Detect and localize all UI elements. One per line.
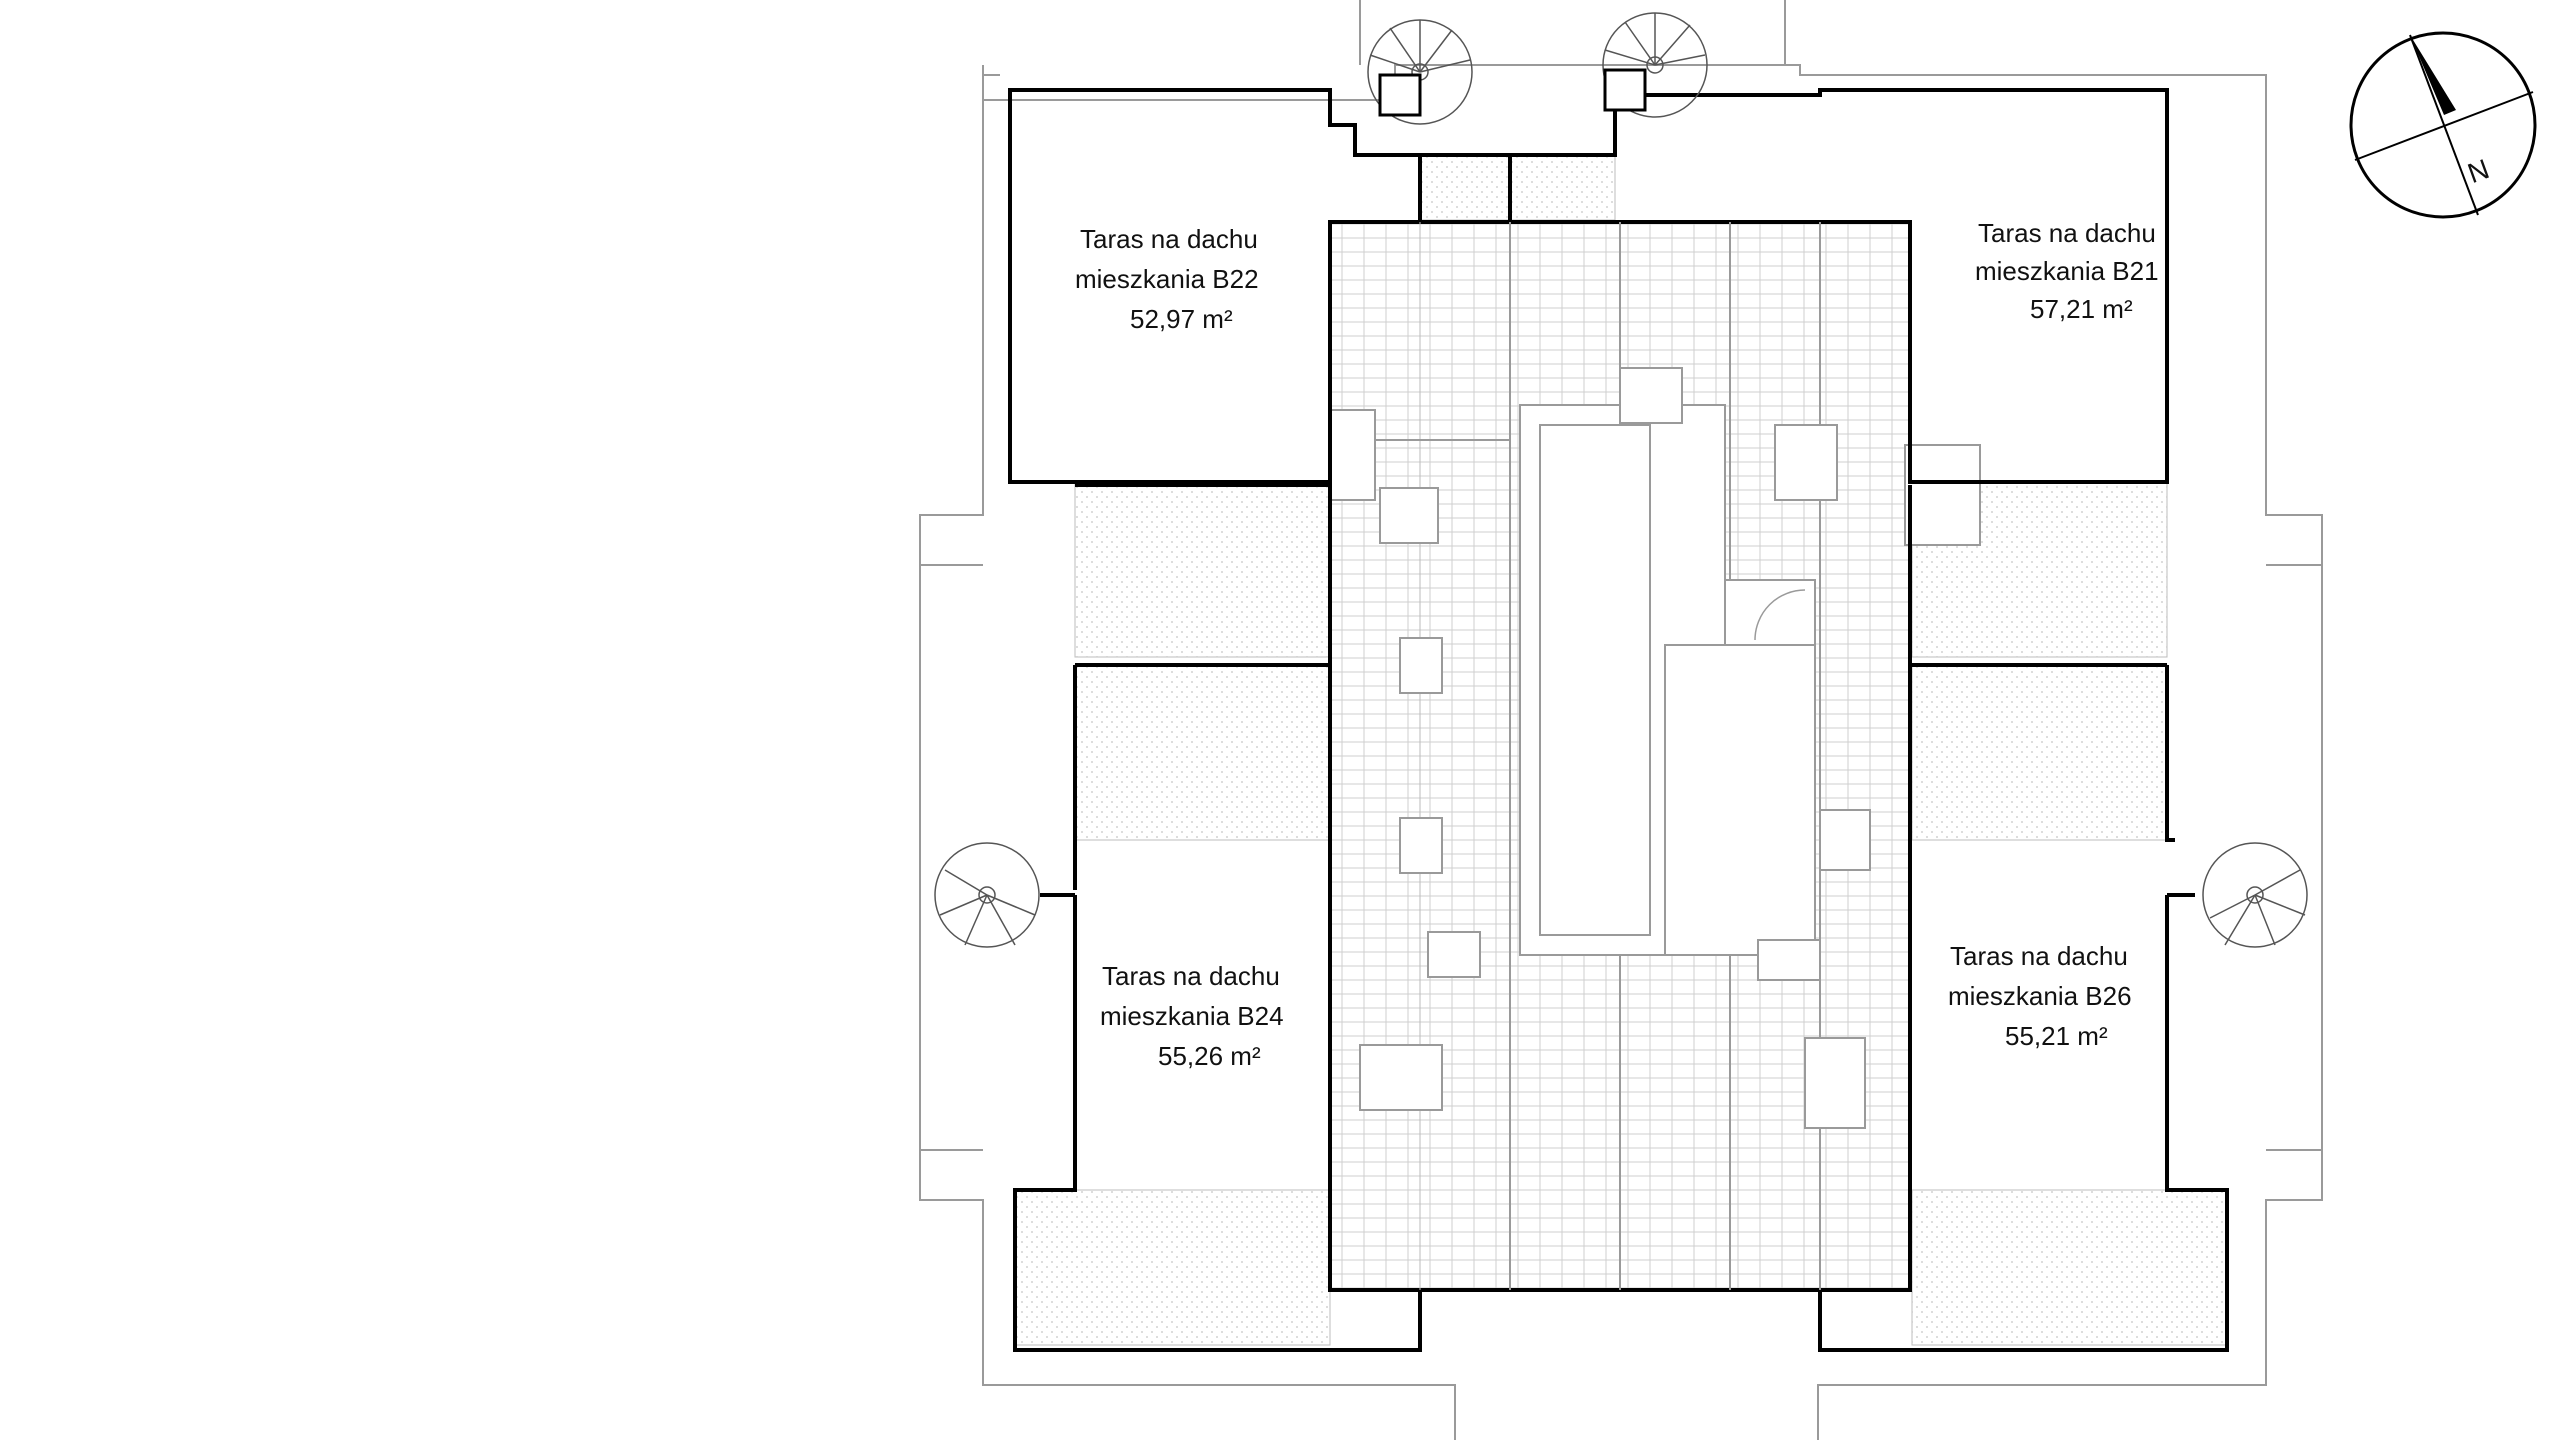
terrace-label-b21: Taras na dachu mieszkania B21 57,21 m² (1975, 218, 2159, 324)
terrace-b24-area: 55,26 m² (1158, 1041, 1261, 1071)
terrace-hatching (1014, 154, 2228, 1346)
terrace-walls (1008, 88, 2229, 1352)
terrace-b22-line1: Taras na dachu (1080, 224, 1258, 254)
terrace-b26-line1: Taras na dachu (1950, 941, 2128, 971)
terrace-b24-line2: mieszkania B24 (1100, 1001, 1284, 1031)
spiral-stair-top-left (1367, 19, 1473, 125)
north-label: N (2464, 153, 2494, 189)
spiral-stair-left (934, 842, 1040, 948)
terrace-b26-area: 55,21 m² (2005, 1021, 2108, 1051)
terrace-b22-line2: mieszkania B22 (1075, 264, 1259, 294)
north-arrow-icon (2410, 35, 2456, 115)
roof-hatches (1329, 367, 1981, 1129)
terrace-label-b26: Taras na dachu mieszkania B26 55,21 m² (1948, 941, 2132, 1051)
terrace-b21-area: 57,21 m² (2030, 294, 2133, 324)
spiral-stair-top-right (1602, 12, 1708, 118)
terrace-b21-line1: Taras na dachu (1978, 218, 2156, 248)
central-core (1519, 404, 1816, 956)
terrace-b26-line2: mieszkania B26 (1948, 981, 2132, 1011)
terrace-label-b22: Taras na dachu mieszkania B22 52,97 m² (1075, 224, 1259, 334)
terrace-b22-area: 52,97 m² (1130, 304, 1233, 334)
terrace-b21-line2: mieszkania B21 (1975, 256, 2159, 286)
spiral-stair-right (2202, 842, 2308, 948)
terrace-b24-line1: Taras na dachu (1102, 961, 1280, 991)
terrace-label-b24: Taras na dachu mieszkania B24 55,26 m² (1100, 961, 1284, 1071)
north-compass: N (2349, 31, 2537, 219)
